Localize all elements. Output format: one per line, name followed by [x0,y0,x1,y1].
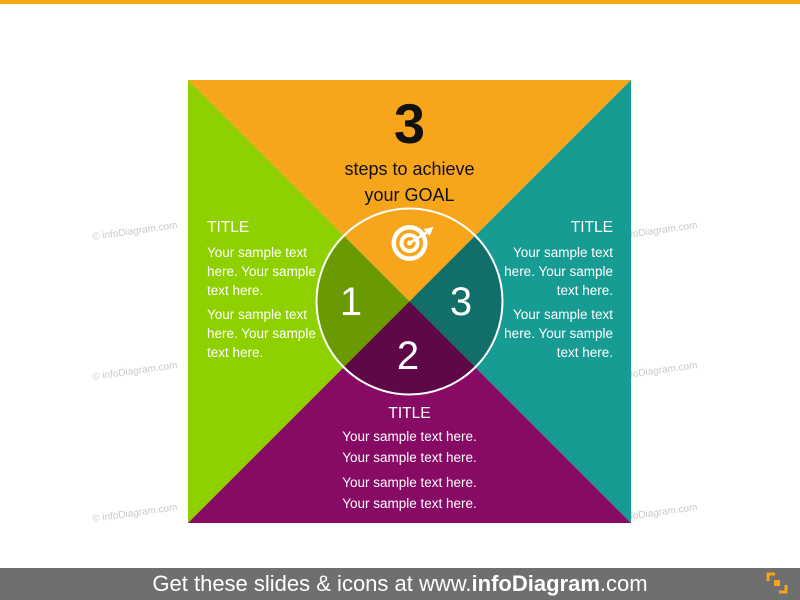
bottom-triangle [188,301,631,523]
diagram-shapes [188,80,631,523]
headline-line-1: steps to achieve [344,159,475,179]
three-steps-diagram: 3 steps to achieve your GOAL 1 2 3 TITLE… [188,80,631,523]
right-triangle [409,80,631,523]
headline-line-2: your GOAL [364,185,455,205]
bottom-block-line-3: Your sample text here. [342,475,477,490]
left-block-paragraph-1: Your sample text here. Your sample text … [207,245,316,298]
watermark: © infoDiagram.com [91,502,179,525]
footer-suffix: .com [599,571,648,596]
watermark: © infoDiagram.com [91,220,179,243]
target-icon [391,225,434,261]
bottom-block-title: TITLE [388,405,431,422]
bottom-block-line-4: Your sample text here. [342,496,477,511]
step-number-1: 1 [339,280,363,324]
right-block-paragraph-1: Your sample text here. Your sample text … [504,245,613,298]
hub-ring [315,207,504,396]
headline-text: steps to achieve your GOAL [188,156,631,208]
step-number-2: 2 [396,334,420,378]
bottom-block-line-1: Your sample text here. [342,429,477,444]
footer-brand: infoDiagram [471,571,600,596]
left-triangle [188,80,410,523]
right-block-paragraph-2: Your sample text here. Your sample text … [504,307,613,360]
top-accent-rule [0,0,800,4]
left-block-title: TITLE [207,219,250,236]
watermark: © infoDiagram.com [91,360,179,383]
headline-number: 3 [393,92,426,155]
left-text-block: TITLE Your sample text here. Your sample… [207,218,317,367]
bottom-text-block: TITLE Your sample text here. Your sample… [288,404,531,515]
right-text-block: TITLE Your sample text here. Your sample… [502,218,613,367]
left-block-paragraph-2: Your sample text here. Your sample text … [207,307,316,360]
top-triangle [188,80,631,302]
footer-text: Get these slides & icons at www.infoDiag… [0,571,800,597]
step-number-3: 3 [449,280,473,324]
footer-prefix: Get these slides & icons at www. [152,571,472,596]
footer-banner: Get these slides & icons at www.infoDiag… [0,568,800,600]
right-block-title: TITLE [570,219,613,236]
brand-logo-icon [766,572,788,594]
bottom-block-line-2: Your sample text here. [342,450,477,465]
